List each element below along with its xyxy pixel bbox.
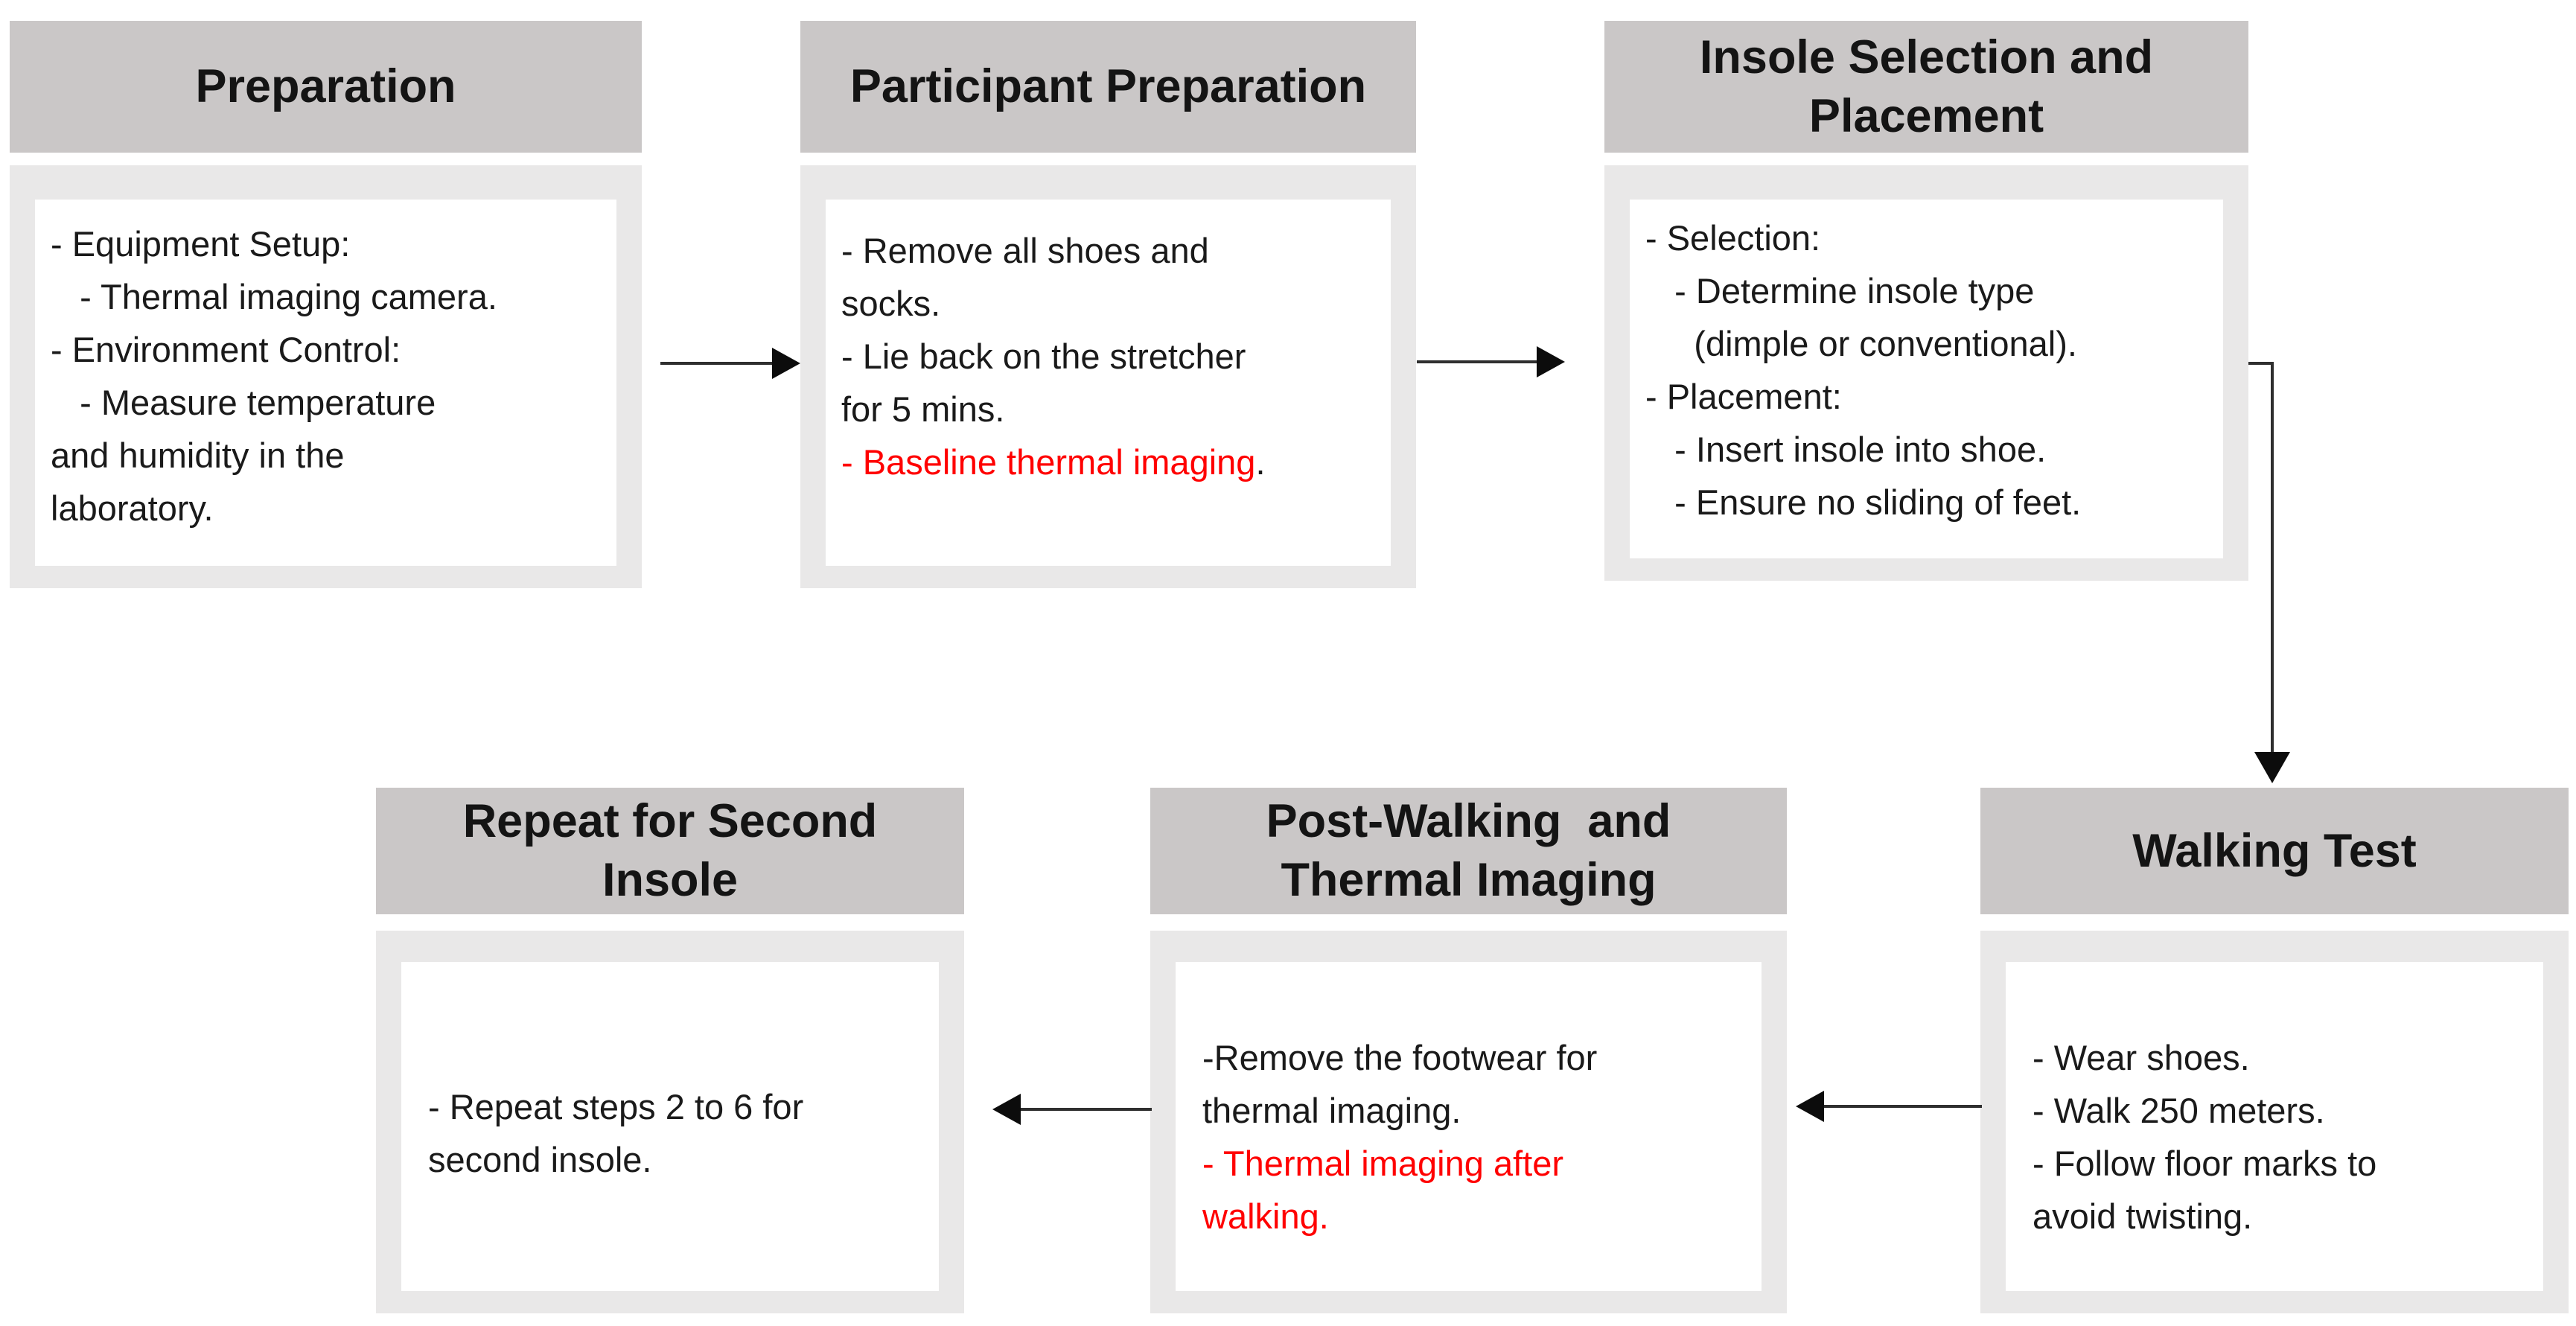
step-box-insole-selection-and-placement: Insole Selection and Placement - Selecti… [1604,21,2248,581]
body-line: - Lie back on the stretcher [841,337,1246,376]
body-line-highlight: - Baseline thermal imaging. [841,442,1266,482]
elbow-line-horizontal [2248,362,2274,365]
elbow-line-vertical [2271,362,2274,753]
step-box-participant-preparation: Participant Preparation - Remove all sho… [800,21,1416,588]
arrow-line [1021,1108,1152,1111]
body-line: - Equipment Setup: [51,224,351,264]
body-line: - Selection: [1645,218,1821,258]
step-body-walking-test: - Wear shoes. - Walk 250 meters. - Follo… [1980,931,2569,1313]
body-line: thermal imaging. [1202,1091,1461,1130]
arrow-line [1417,360,1538,363]
body-line: and humidity in the [51,436,345,475]
body-line: - Environment Control: [51,330,401,369]
step-header-insole-selection: Insole Selection and Placement [1604,21,2248,153]
step-body-insole-selection: - Selection: - Determine insole type (di… [1604,165,2248,581]
body-line: socks. [841,284,941,323]
step-title: Repeat for Second Insole [462,795,878,906]
arrow-line [660,362,774,365]
step-body-post-walking: -Remove the footwear for thermal imaging… [1150,931,1787,1313]
body-line-highlight: - Thermal imaging after [1202,1144,1563,1183]
arrow-left-icon [1796,1091,1824,1122]
step-body-card: -Remove the footwear for thermal imaging… [1176,962,1762,1291]
arrow-left-icon [992,1094,1021,1125]
step-title: Insole Selection and Placement [1699,31,2154,142]
arrow-down-icon [2254,752,2290,783]
step-body-participant-preparation: - Remove all shoes and socks. - Lie back… [800,165,1416,588]
arrow-right-icon [1537,346,1565,377]
body-line: - Placement: [1645,377,1842,416]
body-line: - Thermal imaging camera. [51,277,497,316]
step-box-walking-test: Walking Test - Wear shoes. - Walk 250 me… [1980,788,2569,1313]
arrow-right-icon [772,348,800,379]
body-line: - Measure temperature [51,383,436,422]
step-body-card: - Equipment Setup: - Thermal imaging cam… [35,200,616,566]
body-line: - Ensure no sliding of feet. [1645,482,2082,522]
step-header-post-walking: Post-Walking and Thermal Imaging [1150,788,1787,914]
step-header-preparation: Preparation [10,21,642,153]
body-line: - Walk 250 meters. [2033,1091,2325,1130]
body-line: - Follow floor marks to [2033,1144,2377,1183]
step-header-walking-test: Walking Test [1980,788,2569,914]
body-line: - Wear shoes. [2033,1038,2250,1077]
step-body-card: - Repeat steps 2 to 6 for second insole. [401,962,939,1291]
step-body-card: - Selection: - Determine insole type (di… [1630,200,2223,558]
body-line: laboratory. [51,488,214,528]
step-body-card: - Remove all shoes and socks. - Lie back… [826,200,1391,566]
step-title: Preparation [195,60,456,112]
step-title: Post-Walking and Thermal Imaging [1266,795,1671,906]
body-line: second insole. [428,1140,652,1179]
body-line: avoid twisting. [2033,1196,2253,1236]
step-title: Participant Preparation [849,60,1367,112]
body-line: - Remove all shoes and [841,231,1209,270]
step-title: Walking Test [2132,824,2417,877]
step-box-post-walking-thermal-imaging: Post-Walking and Thermal Imaging -Remove… [1150,788,1787,1313]
body-line: (dimple or conventional). [1645,324,2077,363]
body-line: for 5 mins. [841,389,1005,429]
step-box-repeat-for-second-insole: Repeat for Second Insole - Repeat steps … [376,788,964,1313]
arrow-line [1824,1105,1982,1108]
step-header-participant-preparation: Participant Preparation [800,21,1416,153]
step-body-card: - Wear shoes. - Walk 250 meters. - Follo… [2006,962,2543,1291]
body-line: -Remove the footwear for [1202,1038,1598,1077]
body-line-highlight: walking. [1202,1196,1329,1236]
step-header-repeat-second-insole: Repeat for Second Insole [376,788,964,914]
step-body-preparation: - Equipment Setup: - Thermal imaging cam… [10,165,642,588]
body-line: - Determine insole type [1645,271,2035,310]
body-line: - Repeat steps 2 to 6 for [428,1087,804,1126]
body-line: - Insert insole into shoe. [1645,430,2047,469]
step-box-preparation: Preparation - Equipment Setup: - Thermal… [10,21,642,588]
step-body-repeat-second-insole: - Repeat steps 2 to 6 for second insole. [376,931,964,1313]
